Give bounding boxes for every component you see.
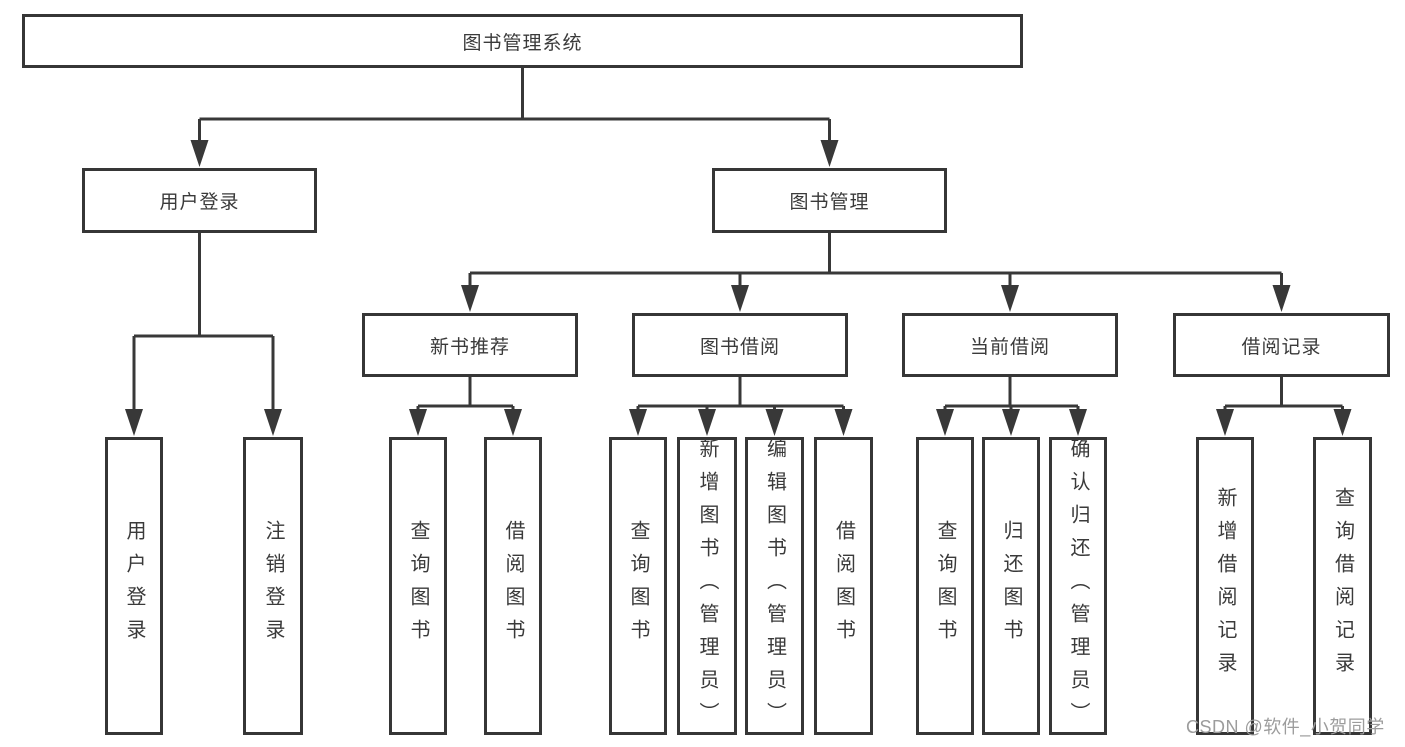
leaf-user-login: 用户登录 <box>105 437 163 735</box>
leaf-bb-borrow-books-label: 借阅图书 <box>832 520 855 652</box>
arrowheads <box>125 140 1352 436</box>
leaf-logout: 注销登录 <box>243 437 303 735</box>
leaf-bb-borrow-books: 借阅图书 <box>814 437 873 735</box>
leaf-nb-query-books: 查询图书 <box>389 437 447 735</box>
node-current-borrow-label: 当前借阅 <box>969 336 1050 358</box>
leaf-nb-query-books-label: 查询图书 <box>407 520 429 652</box>
leaf-bb-add-books: 新增图书（管理员） <box>677 437 737 735</box>
node-borrow-records-label: 借阅记录 <box>1241 336 1322 358</box>
leaf-logout-label: 注销登录 <box>262 520 284 652</box>
leaf-cb-query-books-label: 查询图书 <box>934 520 956 652</box>
leaf-bb-query-books: 查询图书 <box>609 437 667 735</box>
leaf-bb-edit-books-label: 编辑图书（管理员） <box>763 437 786 735</box>
leaf-nb-borrow-books-label: 借阅图书 <box>502 520 524 652</box>
node-root: 图书管理系统 <box>22 14 1023 68</box>
csdn-watermark: CSDN @软件_小贺同学 <box>1186 717 1385 737</box>
leaf-br-query-record-label: 查询借阅记录 <box>1331 487 1354 685</box>
leaf-cb-confirm-return: 确认归还（管理员） <box>1049 437 1107 735</box>
node-borrow-records: 借阅记录 <box>1173 313 1390 377</box>
node-new-book-recommend-label: 新书推荐 <box>429 336 510 358</box>
leaf-user-login-label: 用户登录 <box>123 520 145 652</box>
leaf-cb-confirm-return-label: 确认归还（管理员） <box>1067 437 1089 735</box>
leaf-br-add-record: 新增借阅记录 <box>1196 437 1254 735</box>
node-current-borrow: 当前借阅 <box>902 313 1118 377</box>
leaf-nb-borrow-books: 借阅图书 <box>484 437 542 735</box>
leaf-cb-return-books-label: 归还图书 <box>1000 520 1022 652</box>
node-book-borrow-label: 图书借阅 <box>699 336 780 358</box>
node-new-book-recommend: 新书推荐 <box>362 313 578 377</box>
node-root-label: 图书管理系统 <box>462 32 583 54</box>
leaf-bb-add-books-label: 新增图书（管理员） <box>696 437 718 735</box>
node-book-management-label: 图书管理 <box>789 192 870 213</box>
node-book-management: 图书管理 <box>712 168 947 233</box>
leaf-cb-return-books: 归还图书 <box>982 437 1040 735</box>
node-book-borrow: 图书借阅 <box>632 313 848 377</box>
leaf-cb-query-books: 查询图书 <box>916 437 974 735</box>
leaf-br-add-record-label: 新增借阅记录 <box>1214 487 1236 685</box>
node-user-login-label: 用户登录 <box>159 192 240 213</box>
leaf-br-query-record: 查询借阅记录 <box>1313 437 1372 735</box>
node-user-login: 用户登录 <box>82 168 317 233</box>
leaf-bb-query-books-label: 查询图书 <box>627 520 649 652</box>
leaf-bb-edit-books: 编辑图书（管理员） <box>745 437 804 735</box>
